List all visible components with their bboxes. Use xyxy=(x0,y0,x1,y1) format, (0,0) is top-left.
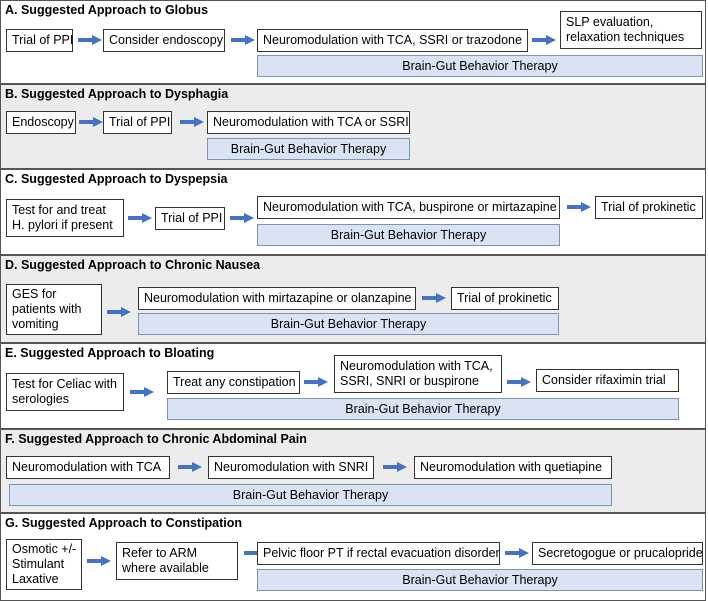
arrow-icon xyxy=(422,293,446,303)
bgbt-bar: Brain-Gut Behavior Therapy xyxy=(207,138,410,160)
step-pelvic-floor-pt: Pelvic floor PT if rectal evacuation dis… xyxy=(257,542,500,565)
arrow-icon xyxy=(507,377,531,387)
arrow-icon xyxy=(383,462,407,472)
step-secretogogue: Secretogogue or prucalopride xyxy=(532,542,703,565)
section-dysphagia: B. Suggested Approach to Dysphagia Endos… xyxy=(0,84,706,169)
step-neuromodulation: Neuromodulation with TCA or SSRI xyxy=(207,111,410,134)
arrow-icon xyxy=(567,202,591,212)
bgbt-bar: Brain-Gut Behavior Therapy xyxy=(167,398,679,420)
section-heading: A. Suggested Approach to Globus xyxy=(5,3,209,17)
step-treat-constipation: Treat any constipation xyxy=(167,371,300,394)
section-heading: D. Suggested Approach to Chronic Nausea xyxy=(5,258,261,272)
arrow-icon xyxy=(130,387,154,397)
section-bloating: E. Suggested Approach to Bloating Test f… xyxy=(0,343,706,429)
step-consider-endoscopy: Consider endoscopy xyxy=(103,29,225,52)
bgbt-bar: Brain-Gut Behavior Therapy xyxy=(257,224,560,246)
arrow-icon xyxy=(231,35,255,45)
arrow-icon xyxy=(107,307,131,317)
step-slp-evaluation: SLP evaluation,relaxation techniques xyxy=(560,11,702,49)
step-trial-of-prokinetic: Trial of prokinetic xyxy=(451,287,559,310)
arrow-icon xyxy=(304,377,328,387)
arrow-icon xyxy=(79,117,103,127)
step-neuromodulation: Neuromodulation with mirtazapine or olan… xyxy=(138,287,416,310)
arrow-icon xyxy=(87,556,111,566)
step-neuromodulation: Neuromodulation with TCA, buspirone or m… xyxy=(257,196,560,219)
step-trial-of-ppi: Trial of PPI xyxy=(6,29,73,52)
section-heading: C. Suggested Approach to Dyspepsia xyxy=(5,172,228,186)
step-neuromodulation: Neuromodulation with TCA,SSRI, SNRI or b… xyxy=(334,355,502,393)
arrow-icon xyxy=(128,213,152,223)
section-chronic-nausea: D. Suggested Approach to Chronic Nausea … xyxy=(0,255,706,343)
arrow-icon xyxy=(178,462,202,472)
step-endoscopy: Endoscopy xyxy=(6,111,76,134)
arrow-icon xyxy=(532,35,556,45)
section-heading: E. Suggested Approach to Bloating xyxy=(5,346,215,360)
section-heading: G. Suggested Approach to Constipation xyxy=(5,516,243,530)
section-constipation: G. Suggested Approach to Constipation Os… xyxy=(0,513,706,601)
step-neuromodulation: Neuromodulation with TCA, SSRI or trazod… xyxy=(257,29,528,52)
step-rifaximin: Consider rifaximin trial xyxy=(536,369,679,392)
section-heading: F. Suggested Approach to Chronic Abdomin… xyxy=(5,432,307,446)
step-trial-of-ppi: Trial of PPI xyxy=(155,207,225,230)
step-neuromodulation-snri: Neuromodulation with SNRI xyxy=(208,456,374,479)
arrow-icon xyxy=(78,35,102,45)
arrow-icon xyxy=(230,213,254,223)
step-neuromodulation-tca: Neuromodulation with TCA xyxy=(6,456,170,479)
step-trial-of-ppi: Trial of PPI xyxy=(103,111,172,134)
section-chronic-abdominal-pain: F. Suggested Approach to Chronic Abdomin… xyxy=(0,429,706,513)
section-heading: B. Suggested Approach to Dysphagia xyxy=(5,87,229,101)
bgbt-bar: Brain-Gut Behavior Therapy xyxy=(257,569,703,591)
arrow-icon xyxy=(180,117,204,127)
bgbt-bar: Brain-Gut Behavior Therapy xyxy=(257,55,703,77)
bgbt-bar: Brain-Gut Behavior Therapy xyxy=(9,484,612,506)
section-globus: A. Suggested Approach to Globus Trial of… xyxy=(0,0,706,84)
section-dyspepsia: C. Suggested Approach to Dyspepsia Test … xyxy=(0,169,706,255)
step-trial-of-prokinetic: Trial of prokinetic xyxy=(595,196,703,219)
step-neuromodulation-quetiapine: Neuromodulation with quetiapine xyxy=(414,456,612,479)
arrow-icon xyxy=(505,548,529,558)
bgbt-bar: Brain-Gut Behavior Therapy xyxy=(138,313,559,335)
